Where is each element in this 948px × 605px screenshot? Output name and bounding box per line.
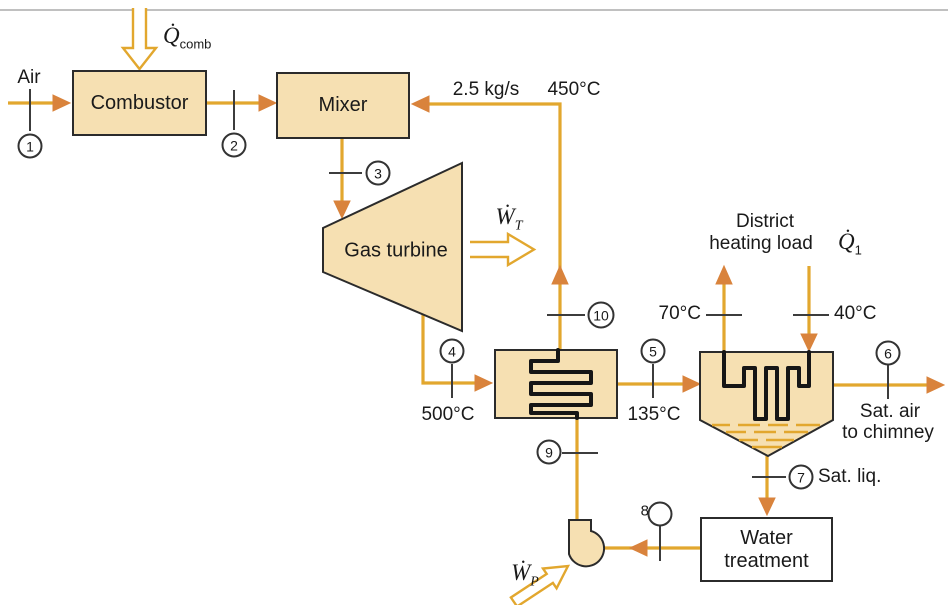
arrow-district-supply-up	[715, 264, 733, 285]
water-treatment-label: Water treatment	[724, 526, 809, 572]
arrow-into-district-unit	[682, 375, 702, 393]
district-load-label-line2: heating load	[709, 233, 813, 254]
state-8-label: 8	[640, 502, 649, 520]
state-10-badge: 10	[587, 301, 615, 329]
water-treatment-box: Water treatment	[700, 517, 833, 582]
gas-turbine-shape	[322, 161, 463, 333]
heat-exchanger-coil	[529, 348, 593, 420]
turbine-work-label: ẆT	[495, 204, 523, 234]
arrow-into-mixer-left	[258, 94, 278, 112]
arrow-into-hx	[474, 374, 494, 392]
mixer-box: Mixer	[276, 72, 410, 139]
return-flowrate-label: 2.5 kg/s	[452, 79, 520, 100]
arrow-sat-liquid-down	[758, 497, 776, 517]
state-4-badge: 4	[439, 338, 465, 364]
combustor-box: Combustor	[72, 70, 207, 136]
arrow-into-turbine	[333, 200, 351, 220]
pump-work-arrow	[509, 564, 571, 605]
heat-input-arrow	[120, 8, 159, 71]
gas-turbine-label: Gas turbine	[344, 239, 448, 262]
arrow-return-into-mixer	[410, 95, 430, 113]
air-inlet-label: Air	[17, 67, 41, 88]
arrow-to-chimney	[926, 376, 946, 394]
mixer-label: Mixer	[318, 94, 368, 116]
turbine-exit-temp-label: 500°C	[421, 404, 475, 425]
liquid-level-dashes	[712, 423, 820, 449]
return-temp-label: 450°C	[547, 79, 601, 100]
state-3-badge: 3	[365, 160, 391, 186]
hx-exit-temp-label: 135°C	[627, 404, 681, 425]
pipe-turbine-exhaust	[421, 311, 477, 385]
pump-shape	[568, 519, 606, 568]
district-supply-temp-label: 70°C	[658, 303, 701, 324]
sat-air-label-line2: to chimney	[842, 422, 934, 443]
sat-air-label-line1: Sat. air	[859, 401, 921, 422]
arrow-air-inlet	[52, 94, 72, 112]
state-5-badge: 5	[640, 338, 666, 364]
pump-work-label: ẆP	[511, 560, 539, 590]
district-return-temp-label: 40°C	[834, 303, 877, 324]
district-load-label-line1: District	[735, 211, 795, 232]
district-heater-coil	[722, 350, 811, 421]
sat-liquid-label: Sat. liq.	[818, 466, 882, 487]
arrow-return-up	[551, 264, 569, 285]
arrow-into-pump	[628, 539, 648, 557]
state-9-badge: 9	[536, 439, 562, 465]
turbine-work-arrow	[470, 231, 537, 268]
district-heat-label: Q̇1	[838, 229, 862, 258]
arrow-district-return-down	[800, 333, 818, 353]
state-2-badge: 2	[221, 132, 247, 158]
state-1-badge: 1	[17, 133, 43, 159]
state-6-badge: 6	[875, 340, 901, 366]
combustor-label: Combustor	[90, 91, 189, 114]
state-8-sensor-circle	[647, 501, 673, 527]
heat-input-label: Q̇comb	[163, 23, 212, 52]
state-7-badge: 7	[788, 464, 814, 490]
